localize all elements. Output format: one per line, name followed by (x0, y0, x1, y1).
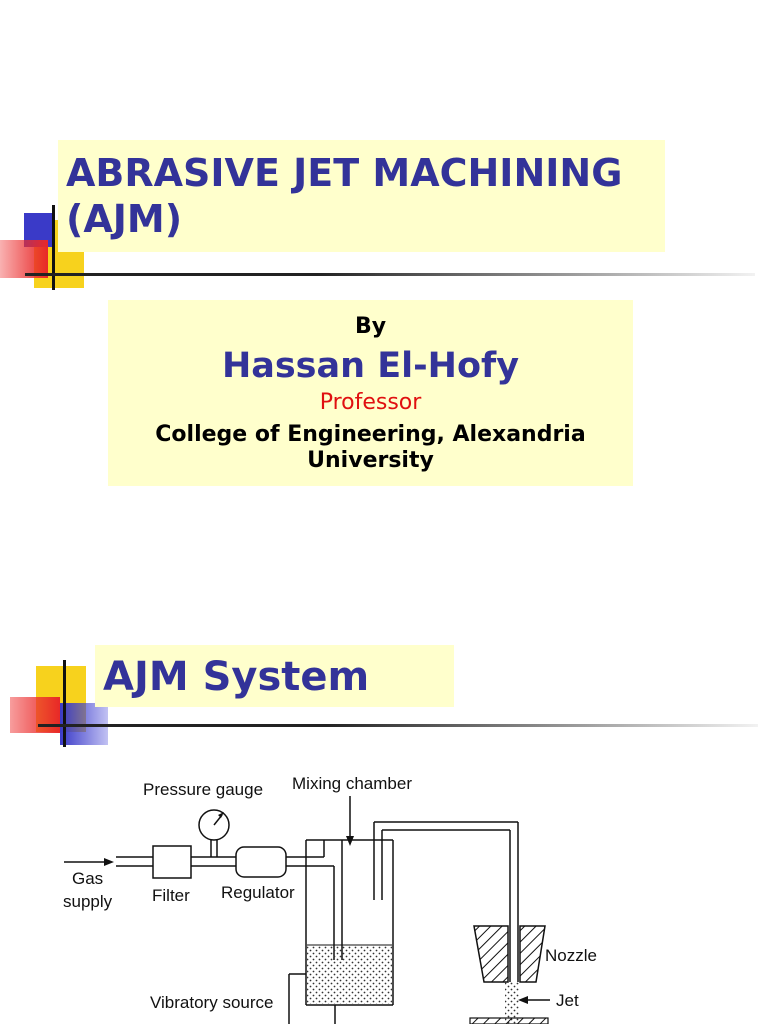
abrasive-jet (505, 982, 519, 1024)
filter-box (152, 845, 192, 879)
decor-vertical-line-1 (52, 205, 55, 290)
mixing-chamber-arrow (346, 796, 354, 846)
gas-supply-arrow (64, 858, 114, 866)
decor-vertical-line-2 (63, 660, 66, 747)
mixing-chamber-label: Mixing chamber (292, 774, 412, 793)
jet-label: Jet (556, 991, 579, 1010)
vibratory-source-connector (288, 973, 336, 1024)
author-affiliation: College of Engineering, Alexandria Unive… (155, 422, 586, 473)
pressure-gauge-label: Pressure gauge (143, 780, 263, 799)
decor-horizontal-line-1 (25, 273, 755, 276)
regulator-box (235, 846, 287, 878)
decor-horizontal-line-2 (38, 724, 758, 727)
regulator-label: Regulator (221, 883, 295, 902)
by-label: By (354, 314, 387, 339)
filter-regulator-pipe (191, 856, 236, 867)
regulator-chamber-pipe (286, 839, 343, 960)
author-role: Professor (319, 390, 422, 415)
decor-red-square-1 (0, 240, 48, 278)
supply-label: supply (63, 892, 113, 911)
slide-title: ABRASIVE JET MACHINING (AJM) (66, 151, 623, 241)
vibratory-source-label: Vibratory source (150, 993, 273, 1012)
jet-arrow (518, 996, 550, 1004)
title-box (58, 140, 665, 252)
filter-label: Filter (152, 886, 190, 905)
nozzle-label: Nozzle (545, 946, 597, 965)
author-name: Hassan El-Hofy (221, 346, 520, 386)
author-box: By Hassan El-Hofy Professor College of E… (108, 300, 633, 486)
gas-label: Gas (72, 869, 103, 888)
mixing-chamber-vessel (305, 839, 394, 1006)
ajm-system-diagram: Pressure gauge Mixing chamber Gas supply… (63, 774, 597, 1024)
abrasive-powder (307, 945, 392, 1004)
system-title: AJM System (103, 654, 370, 700)
decor-red-square-2 (10, 697, 60, 733)
outlet-tube (373, 821, 519, 982)
system-title-box (95, 645, 454, 707)
workpiece (469, 1017, 549, 1024)
nozzle-icon (473, 925, 546, 983)
supply-pipe (116, 856, 153, 867)
pressure-gauge-icon (198, 809, 230, 857)
